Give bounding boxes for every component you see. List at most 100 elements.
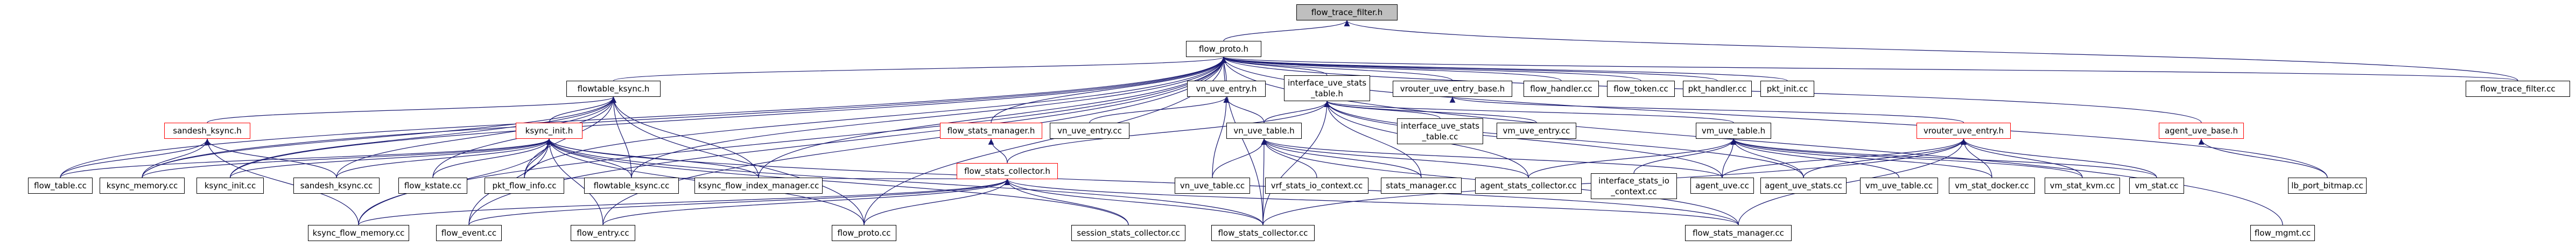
node-flow-mgmt-cc[interactable]: flow_mgmt.cc xyxy=(2250,225,2315,241)
node-interface-uve-stats-table-cc[interactable]: interface_uve_stats_table.cc xyxy=(1397,118,1483,144)
edge-vn-uve-table-cc-to-vn-uve-table-h xyxy=(1212,138,1267,178)
edge-agent-uve-cc-to-vm-uve-table-h xyxy=(1722,138,1737,178)
edge-flow-entry-cc-to-ksync-init-h xyxy=(546,138,603,225)
node-ksync-memory-cc[interactable]: ksync_memory.cc xyxy=(100,178,185,194)
edge-agent-uve-cc-to-vrouter-uve-entry-h xyxy=(1722,138,1967,178)
edge-flow-stats-manager-cc-to-flow-stats-collector-h xyxy=(1004,179,1739,225)
edge-vm-uve-entry-cc-to-interface-uve-stats-table-h xyxy=(1324,101,1537,123)
node-ksync-init-h[interactable]: ksync_init.h xyxy=(516,123,582,139)
edge-sandesh-ksync-cc-to-sandesh-ksync-h xyxy=(204,138,337,178)
node-flow-event-cc[interactable]: flow_event.cc xyxy=(436,225,502,241)
edge-stats-manager-cc-to-interface-uve-stats-table-h xyxy=(1324,101,1422,178)
node-flow-token-cc[interactable]: flow_token.cc xyxy=(1607,81,1675,97)
node-flow-trace-filter-cc[interactable]: flow_trace_filter.cc xyxy=(2466,81,2570,97)
node-ksync-flow-memory-cc[interactable]: ksync_flow_memory.cc xyxy=(308,225,409,241)
node-flow-stats-collector-h[interactable]: flow_stats_collector.h xyxy=(957,163,1058,179)
node-vm-stat-docker-cc[interactable]: vm_stat_docker.cc xyxy=(1949,178,2035,194)
edge-flow-trace-filter-cc-to-flow-proto-h xyxy=(1221,57,2518,81)
node-vm-uve-table-h[interactable]: vm_uve_table.h xyxy=(1696,123,1771,139)
node-pkt-flow-info-cc[interactable]: pkt_flow_info.cc xyxy=(485,178,564,194)
node-vn-uve-entry-h[interactable]: vn_uve_entry.h xyxy=(1187,81,1266,97)
edge-lb-port-bitmap-cc-to-agent-uve-base-h xyxy=(2198,138,2328,178)
edge-agent-uve-stats-cc-to-interface-uve-stats-table-h xyxy=(1324,101,1804,178)
node-flowtable-ksync-cc[interactable]: flowtable_ksync.cc xyxy=(584,178,679,194)
edge-vn-uve-entry-cc-to-vn-uve-entry-h xyxy=(1089,96,1230,123)
edge-agent-uve-cc-to-interface-uve-stats-table-h xyxy=(1324,101,1723,178)
edge-ksync-init-cc-to-flowtable-ksync-h xyxy=(229,96,616,178)
edge-flow-stats-collector-cc-to-flow-stats-collector-h xyxy=(1004,179,1264,225)
edge-flow-stats-collector-cc-to-interface-uve-stats-table-h xyxy=(1262,101,1330,225)
edge-ksync-memory-cc-to-sandesh-ksync-h xyxy=(142,138,210,178)
node-vn-uve-entry-cc[interactable]: vn_uve_entry.cc xyxy=(1050,123,1129,139)
node-flow-stats-collector-cc[interactable]: flow_stats_collector.cc xyxy=(1211,225,1315,241)
edge-flow-event-cc-to-flow-stats-collector-h xyxy=(468,179,1010,225)
edge-vm-uve-table-h-to-interface-uve-stats-table-h xyxy=(1324,101,1734,123)
edge-ksync-memory-cc-to-flow-proto-h xyxy=(142,57,1227,178)
node-flow-stats-manager-cc[interactable]: flow_stats_manager.cc xyxy=(1685,225,1792,241)
edge-flow-trace-filter-cc-to-flow-trace-filter-h xyxy=(1344,20,2518,81)
edge-interface-uve-stats-table-h-to-flow-proto-h xyxy=(1220,57,1328,76)
edge-flow-handler-cc-to-flow-proto-h xyxy=(1220,57,1562,81)
node-flow-entry-cc[interactable]: flow_entry.cc xyxy=(571,225,635,241)
edge-vrouter-uve-entry-base-h-to-flow-proto-h xyxy=(1220,57,1453,81)
node-flow-trace-filter-h: flow_trace_filter.h xyxy=(1296,4,1398,20)
edge-ksync-init-h-to-flowtable-ksync-h xyxy=(549,96,616,123)
edge-ksync-flow-index-manager-cc-to-flowtable-ksync-h xyxy=(610,96,759,178)
node-session-stats-collector-cc[interactable]: session_stats_collector.cc xyxy=(1071,225,1185,241)
node-pkt-init-cc[interactable]: pkt_init.cc xyxy=(1760,81,1814,97)
node-agent-uve-stats-cc[interactable]: agent_uve_stats.cc xyxy=(1760,178,1847,194)
edge-sandesh-ksync-cc-to-ksync-init-h xyxy=(336,138,552,178)
node-stats-manager-cc[interactable]: stats_manager.cc xyxy=(1381,178,1462,194)
edge-agent-uve-cc-to-vn-uve-table-h xyxy=(1261,138,1723,178)
node-flow-kstate-cc[interactable]: flow_kstate.cc xyxy=(398,178,467,194)
node-ksync-flow-index-manager-cc[interactable]: ksync_flow_index_manager.cc xyxy=(694,178,823,194)
edge-flow-token-cc-to-flow-proto-h xyxy=(1220,57,1641,81)
edge-agent-stats-collector-cc-to-vn-uve-table-h xyxy=(1261,138,1529,178)
node-vn-uve-table-h[interactable]: vn_uve_table.h xyxy=(1226,123,1302,139)
node-agent-uve-cc[interactable]: agent_uve.cc xyxy=(1690,178,1754,194)
edge-flow-stats-collector-cc-to-ksync-init-h xyxy=(546,138,1264,225)
edge-flowtable-ksync-h-to-flow-proto-h xyxy=(613,57,1226,81)
node-vrf-stats-io-context-cc[interactable]: vrf_stats_io_context.cc xyxy=(1265,178,1368,194)
node-flowtable-ksync-h[interactable]: flowtable_ksync.h xyxy=(566,81,661,97)
node-flow-handler-cc[interactable]: flow_handler.cc xyxy=(1524,81,1599,97)
edge-flow-entry-cc-to-flow-proto-h xyxy=(602,57,1227,225)
node-vrouter-uve-entry-h[interactable]: vrouter_uve_entry.h xyxy=(1917,123,2011,139)
edge-flow-entry-cc-to-flow-stats-collector-h xyxy=(602,179,1010,225)
node-sandesh-ksync-h[interactable]: sandesh_ksync.h xyxy=(164,123,250,139)
edge-flowtable-ksync-cc-to-flow-proto-h xyxy=(631,57,1227,178)
node-lb-port-bitmap-cc[interactable]: lb_port_bitmap.cc xyxy=(2288,178,2367,194)
node-vm-stat-cc[interactable]: vm_stat.cc xyxy=(2129,178,2184,194)
node-flow-stats-manager-h[interactable]: flow_stats_manager.h xyxy=(940,123,1042,139)
node-vm-uve-entry-cc[interactable]: vm_uve_entry.cc xyxy=(1497,123,1576,139)
node-ksync-init-cc[interactable]: ksync_init.cc xyxy=(196,178,264,194)
edge-sandesh-ksync-h-to-flowtable-ksync-h xyxy=(207,96,616,123)
node-pkt-handler-cc[interactable]: pkt_handler.cc xyxy=(1683,81,1752,97)
node-vm-uve-table-cc[interactable]: vm_uve_table.cc xyxy=(1860,178,1938,194)
edge-flow-stats-manager-cc-to-vrouter-uve-entry-h xyxy=(1738,138,1967,225)
edge-agent-uve-stats-cc-to-vm-uve-table-h xyxy=(1730,138,1804,178)
edge-vrf-stats-io-context-cc-to-vn-uve-table-h xyxy=(1261,138,1317,178)
node-vrouter-uve-entry-base-h[interactable]: vrouter_uve_entry_base.h xyxy=(1393,81,1512,97)
node-agent-uve-base-h[interactable]: agent_uve_base.h xyxy=(2159,123,2244,139)
edge-flow-stats-collector-h-to-flow-stats-manager-h xyxy=(988,138,1008,164)
node-agent-stats-collector-cc[interactable]: agent_stats_collector.cc xyxy=(1475,178,1582,194)
edge-vn-uve-table-h-to-interface-uve-stats-table-h xyxy=(1264,101,1330,123)
node-sandesh-ksync-cc[interactable]: sandesh_ksync.cc xyxy=(293,178,380,194)
node-vm-stat-kvm-cc[interactable]: vm_stat_kvm.cc xyxy=(2045,178,2120,194)
edge-ksync-init-cc-to-flow-proto-h xyxy=(229,57,1227,178)
edge-vm-stat-cc-to-vrouter-uve-entry-h xyxy=(1961,138,2157,178)
node-interface-uve-stats-table-h[interactable]: interface_uve_stats_table.h xyxy=(1284,75,1370,101)
edge-flow-table-cc-to-flow-proto-h xyxy=(60,57,1227,178)
edge-ksync-flow-memory-cc-to-flow-stats-collector-h xyxy=(358,179,1010,225)
edge-ksync-memory-cc-to-flowtable-ksync-h xyxy=(142,96,616,178)
edge-agent-uve-stats-cc-to-vrouter-uve-entry-h xyxy=(1803,138,1967,178)
node-flow-proto-h[interactable]: flow_proto.h xyxy=(1186,41,1261,57)
edge-ksync-memory-cc-to-ksync-init-h xyxy=(142,138,552,178)
edge-flow-proto-cc-to-flow-stats-collector-h xyxy=(864,179,1010,225)
node-vn-uve-table-cc[interactable]: vn_uve_table.cc xyxy=(1175,178,1250,194)
node-interface-stats-io-context-cc[interactable]: interface_stats_io_context.cc xyxy=(1591,173,1677,199)
edge-lb-port-bitmap-cc-to-flow-proto-h xyxy=(1220,57,2328,178)
node-flow-proto-cc[interactable]: flow_proto.cc xyxy=(832,225,896,241)
node-flow-table-cc[interactable]: flow_table.cc xyxy=(28,178,93,194)
